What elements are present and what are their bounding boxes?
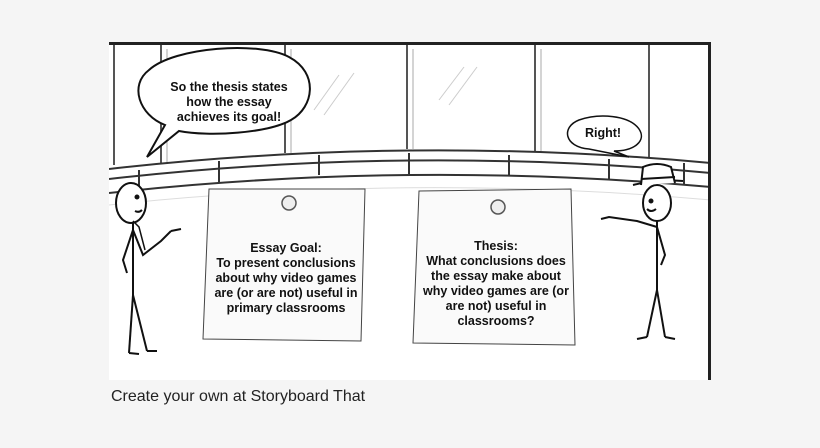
note-right-line: are not) useful in: [445, 299, 547, 313]
note-left-line: Essay Goal:: [250, 241, 322, 255]
stick-figure-right: [600, 163, 684, 340]
speech-bubble-left: [137, 47, 311, 158]
note-left-line: are (or are not) useful in: [214, 286, 358, 300]
note-right-line: why video games are (or: [423, 284, 569, 298]
note-left-line: primary classrooms: [226, 301, 346, 315]
note-right-text: Thesis: What conclusions does the essay …: [419, 239, 573, 329]
note-right-line: Thesis:: [474, 239, 518, 253]
pushpin-right: [490, 199, 506, 215]
note-left-text: Essay Goal: To present conclusions about…: [209, 241, 363, 316]
bubble-left-line: achieves its goal!: [176, 110, 282, 124]
bubble-left-line: how the essay: [186, 95, 272, 109]
railing: [109, 149, 708, 194]
storyboard-panel: So the thesis states how the essay achie…: [109, 42, 711, 380]
note-right-line: classrooms?: [457, 314, 535, 328]
note-paper-left: [202, 188, 366, 342]
stick-figure-left: [115, 182, 182, 355]
note-right-line: What conclusions does: [426, 254, 566, 268]
bubble-left-line: So the thesis states: [170, 80, 288, 94]
storyboard-caption-link[interactable]: Create your own at Storyboard That: [111, 388, 366, 405]
note-paper-right: [412, 188, 576, 346]
note-right-line: the essay make about: [431, 269, 561, 283]
speech-bubble-left-text: So the thesis states how the essay achie…: [153, 80, 305, 125]
window-glare: [313, 66, 478, 116]
bubble-right-line: Right!: [584, 126, 622, 140]
speech-bubble-right-text: Right!: [571, 126, 635, 141]
note-left-line: about why video games: [215, 271, 357, 285]
comic-scene: [109, 45, 708, 355]
pushpin-left: [281, 195, 297, 211]
speech-bubble-right: [566, 115, 643, 158]
note-left-line: To present conclusions: [216, 256, 356, 270]
